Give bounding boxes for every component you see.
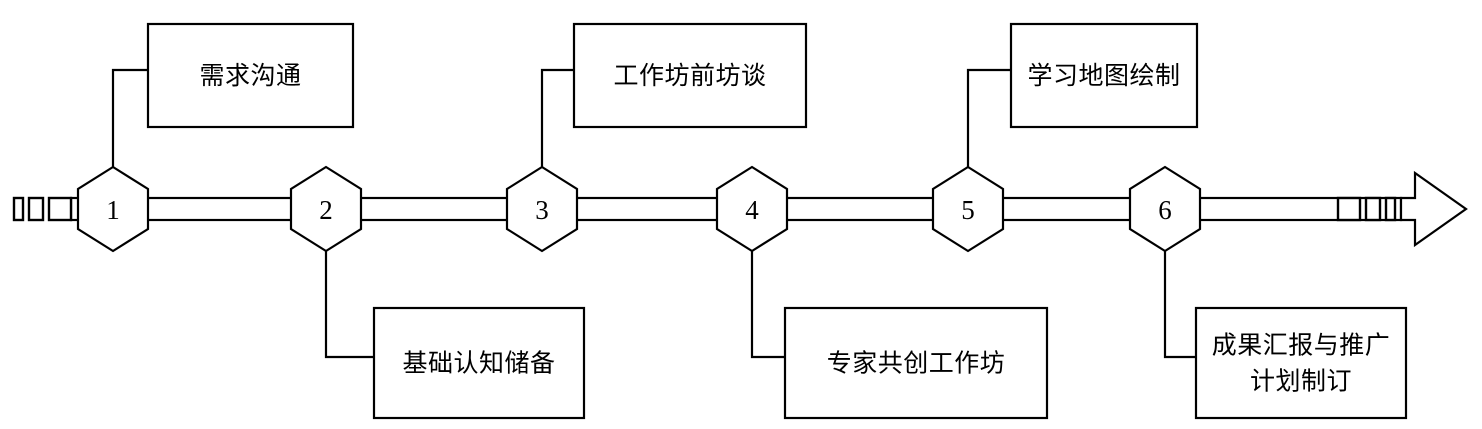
label-box-2 bbox=[372, 306, 586, 420]
label-box-6 bbox=[1194, 306, 1408, 420]
hexagon-number-2: 2 bbox=[319, 195, 333, 225]
label-box-text-2: 基础认知储备 bbox=[402, 349, 555, 378]
left-tail-tick-2 bbox=[27, 196, 45, 222]
hexagon-node-3 bbox=[505, 165, 579, 253]
hexagon-node-2 bbox=[289, 165, 363, 253]
label-box-text-1: 需求沟通 bbox=[199, 61, 301, 90]
connector-line-5 bbox=[966, 68, 1011, 167]
flow-arrow-head bbox=[1399, 170, 1468, 248]
label-box-5 bbox=[1009, 22, 1199, 129]
label-box-3 bbox=[572, 22, 808, 129]
hexagon-nodes-group: 1 2 3 4 5 6 bbox=[76, 165, 1202, 253]
connector-lines-group bbox=[111, 68, 1196, 359]
right-tail-tick-3 bbox=[1384, 196, 1397, 222]
connector-line-1 bbox=[111, 68, 148, 167]
hexagon-node-1 bbox=[76, 165, 150, 253]
hexagon-number-3: 3 bbox=[535, 195, 549, 225]
label-box-4 bbox=[783, 306, 1049, 420]
left-tail-tick-3 bbox=[47, 196, 73, 222]
label-box-text-6-line-2: 计划制订 bbox=[1250, 367, 1352, 396]
hexagon-number-1: 1 bbox=[106, 195, 120, 225]
connector-line-4 bbox=[750, 251, 785, 359]
connector-line-2 bbox=[324, 251, 374, 359]
label-box-1 bbox=[146, 22, 355, 129]
tail-ticks-group bbox=[12, 170, 1468, 248]
connector-line-3 bbox=[540, 68, 574, 167]
left-tail-tick-1 bbox=[12, 196, 25, 222]
label-box-text-6-line-1: 成果汇报与推广 bbox=[1212, 331, 1391, 360]
hexagon-node-6 bbox=[1128, 165, 1202, 253]
hexagon-number-5: 5 bbox=[961, 195, 975, 225]
right-tail-tick-1 bbox=[1336, 196, 1362, 222]
hexagon-node-4 bbox=[715, 165, 789, 253]
connector-line-6 bbox=[1163, 251, 1196, 359]
right-tail-tick-2 bbox=[1364, 196, 1382, 222]
hexagon-number-6: 6 bbox=[1158, 195, 1172, 225]
label-box-text-4: 专家共创工作坊 bbox=[827, 349, 1006, 378]
label-box-text-5: 学习地图绘制 bbox=[1027, 61, 1180, 90]
hexagon-number-4: 4 bbox=[745, 195, 759, 225]
hexagon-node-5 bbox=[931, 165, 1005, 253]
label-box-text-3: 工作坊前坊谈 bbox=[613, 61, 766, 90]
